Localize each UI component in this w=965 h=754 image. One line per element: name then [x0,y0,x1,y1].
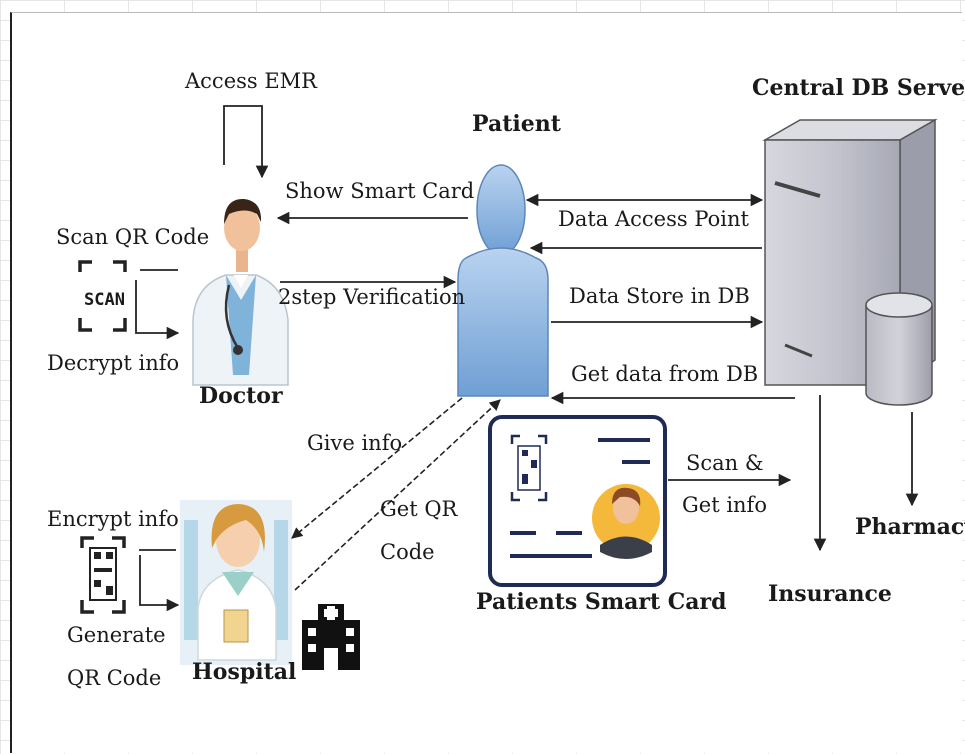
show-smart-card-label: Show Smart Card [285,179,475,203]
give-info-label: Give info [307,431,403,455]
access-emr-label: Access EMR [185,69,317,93]
insurance-title: Insurance [768,581,892,607]
scan-qr-icon [78,260,127,332]
get-qr-label-line1: Get QR [380,497,458,521]
central-db-server-title: Central DB Server [752,75,965,101]
encrypt-info-label: Encrypt info [47,507,179,531]
decrypt-info-label: Decrypt info [47,351,180,375]
get-data-label: Get data from DB [571,362,759,386]
patient-figure-icon [457,164,549,397]
data-access-point-label: Data Access Point [558,207,749,231]
scan-qr-code-label: Scan QR Code [56,225,210,249]
data-store-label: Data Store in DB [569,284,750,308]
scan-icon-text: SCAN [84,290,125,310]
generate-qr-icon [80,536,126,614]
hospital-building-icon [302,604,360,670]
hospital-nurse-icon [180,500,292,665]
generate-qr-line1: Generate [67,623,166,647]
two-step-verification-label: 2step Verification [278,285,466,309]
hospital-title: Hospital [192,659,297,685]
database-cylinder-icon [865,292,933,406]
doctor-figure-icon [192,198,289,386]
patient-title: Patient [472,111,561,137]
doctor-title: Doctor [199,383,283,409]
patients-smart-card [488,415,667,587]
generate-qr-line2: QR Code [67,666,162,690]
scan-get-info-line1: Scan & [686,451,764,475]
get-qr-label-line2: Code [380,540,435,564]
patients-smart-card-title: Patients Smart Card [476,589,727,615]
pharmacy-title: Pharmacy [855,514,965,540]
scan-get-info-line2: Get info [682,493,767,517]
